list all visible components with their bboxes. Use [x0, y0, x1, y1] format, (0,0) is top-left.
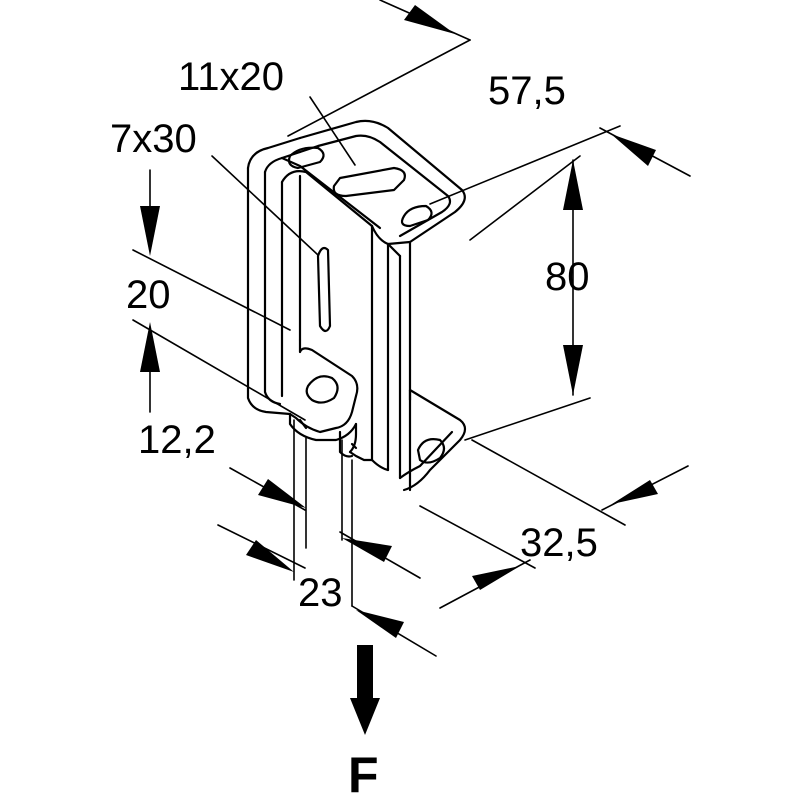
slot-side-label: 7x30 — [110, 117, 197, 161]
depth-label: 57,5 — [488, 69, 566, 113]
height-label: 80 — [545, 255, 590, 299]
offset-bottom-label: 12,2 — [138, 418, 216, 462]
slot-side — [316, 246, 332, 333]
width-bottom-label: 23 — [298, 571, 343, 615]
flange-width-label: 32,5 — [520, 521, 598, 565]
offset-top-label: 20 — [126, 273, 171, 317]
slot-top — [332, 166, 406, 198]
dimension-labels: 11x20 7x30 57,5 80 20 12,2 23 32,5 F — [110, 55, 598, 800]
dimension-arrows — [140, 5, 658, 735]
slot-top-label: 11x20 — [178, 55, 284, 99]
bracket-body — [246, 119, 467, 492]
force-label: F — [348, 747, 379, 800]
